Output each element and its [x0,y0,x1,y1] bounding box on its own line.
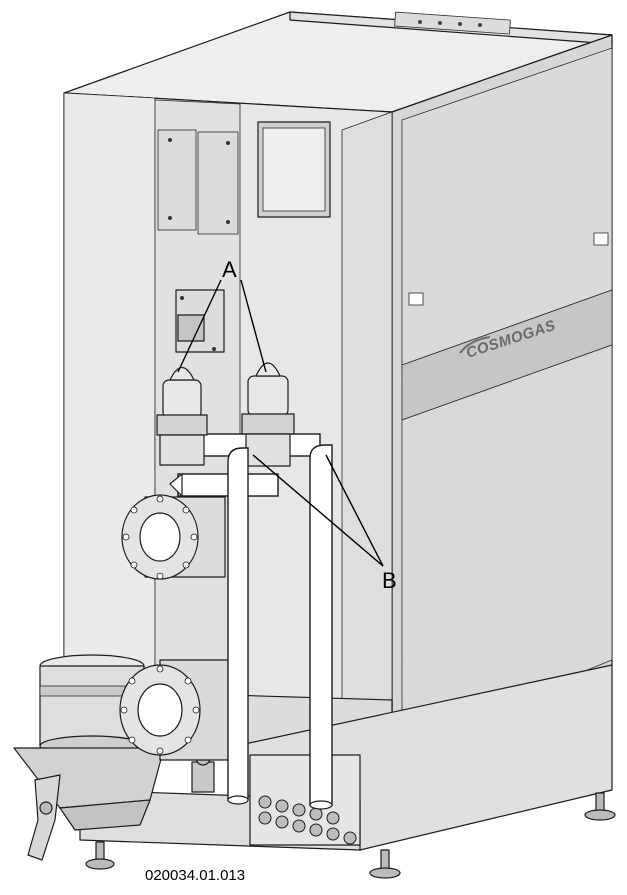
boiler-side-panel: COSMOGAS [391,34,613,753]
callout-a-leaders [177,279,267,373]
discharge-pipe-left [227,447,249,805]
boiler-top [63,11,613,113]
adjustable-foot-center [369,849,401,879]
electrical-terminal-block [249,754,361,846]
brand-logo [459,336,491,354]
callout-a-label: A [222,257,237,282]
adjustable-foot-right [584,792,616,821]
safety-valve-right [241,362,295,467]
ventilation-grille [257,121,331,218]
reference-code: 020034.01.013 [145,867,245,884]
return-fitting [175,289,225,353]
callout-b-label: B [382,568,397,593]
upper-flange-connection [121,494,226,580]
adjustable-foot-left [85,841,115,870]
condensate-drain-handle [27,774,61,861]
callout-b-leaders [252,454,384,567]
lower-flange-connection [119,659,231,761]
discharge-pipe-right [309,444,333,810]
safety-valve-left [156,366,208,466]
top-control-buttons [418,20,482,27]
